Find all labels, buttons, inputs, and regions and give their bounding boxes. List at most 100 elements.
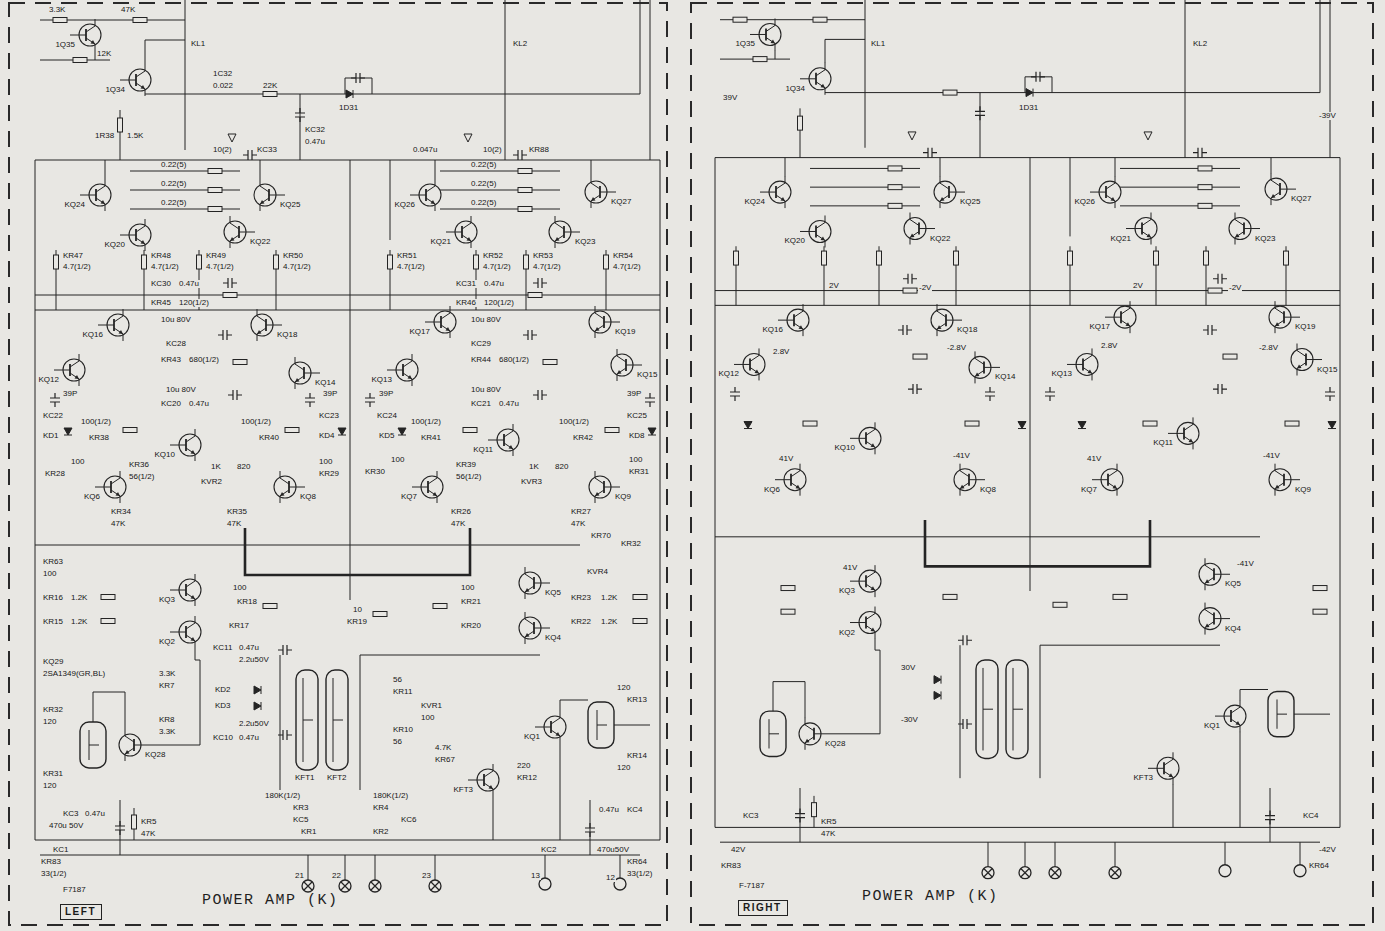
part-label: KR8 xyxy=(158,716,176,724)
part-label: 22K xyxy=(262,82,278,90)
part-label: 1Q34 xyxy=(104,86,126,94)
transistor-emitter xyxy=(1184,436,1193,449)
part-label: KR23 xyxy=(570,594,592,602)
part-label: KL2 xyxy=(1192,40,1208,48)
wire xyxy=(960,645,961,778)
transistor-emitter xyxy=(1205,622,1214,635)
transistor-emitter xyxy=(1297,363,1306,376)
transistor-lead xyxy=(1214,574,1230,575)
resistor-symbol xyxy=(285,428,299,433)
transistor-emitter xyxy=(186,448,195,461)
part-label: KQ25 xyxy=(279,201,301,209)
wire xyxy=(1040,645,1220,646)
transistor-collector xyxy=(1164,752,1173,765)
transistor-collector xyxy=(866,422,875,435)
wire xyxy=(810,168,920,169)
resistor-symbol xyxy=(753,57,767,62)
part-label: 41V xyxy=(842,564,858,572)
terminal-x xyxy=(369,880,381,892)
part-label: KR22 xyxy=(570,618,592,626)
part-label: KQ20 xyxy=(104,241,126,249)
resistor-symbol xyxy=(1285,421,1299,426)
part-label: KR51 xyxy=(396,252,418,260)
part-label: -39V xyxy=(1318,112,1337,120)
wire xyxy=(493,796,494,840)
wire xyxy=(810,187,920,188)
transistor-collector xyxy=(866,607,875,620)
terminal-circle xyxy=(982,867,994,879)
wire xyxy=(1030,158,1031,591)
marker-triangle xyxy=(908,132,916,140)
emitter-arrow xyxy=(771,39,776,43)
transistor-collector xyxy=(1235,213,1244,226)
part-label: 470u 50V xyxy=(48,822,84,830)
part-label: 100 xyxy=(42,570,57,578)
emitter-arrow xyxy=(191,595,196,599)
transistor-emitter xyxy=(591,195,600,208)
part-label: 0.47u xyxy=(498,400,520,408)
terminal-circle xyxy=(1049,867,1061,879)
part-label: KQ3 xyxy=(838,587,856,595)
emitter-arrow xyxy=(467,237,472,241)
transistor-collector xyxy=(125,729,134,742)
emitter-arrow xyxy=(595,492,600,496)
part-label: KR11 xyxy=(392,688,413,696)
part-label: KQ15 xyxy=(1316,366,1338,374)
wire xyxy=(715,158,716,828)
transistor-emitter xyxy=(280,490,289,503)
resistor-symbol xyxy=(943,594,957,599)
package-internals xyxy=(983,668,993,751)
part-label: 56(1/2) xyxy=(128,473,155,481)
part-label: 220 xyxy=(516,762,531,770)
part-label: KQ27 xyxy=(610,198,632,206)
transistor-collector xyxy=(260,179,269,192)
transistor-lead xyxy=(98,325,114,326)
part-label: KC20 xyxy=(160,400,182,408)
capacitor-symbol xyxy=(1193,148,1207,158)
part-label: 33(1/2) xyxy=(40,870,67,878)
part-label: 47K xyxy=(820,830,836,838)
part-label: KFT3 xyxy=(1132,774,1154,782)
resistor-symbol xyxy=(133,18,147,23)
part-label: KR54 xyxy=(612,252,634,260)
part-label: -41V xyxy=(952,452,971,460)
part-label: KQ14 xyxy=(314,379,336,387)
part-label: KL1 xyxy=(190,40,206,48)
dual-device-package xyxy=(976,660,998,759)
resistor-symbol xyxy=(518,169,532,174)
resistor-symbol xyxy=(798,116,803,130)
wire xyxy=(715,827,1340,828)
dual-device-package xyxy=(760,711,786,756)
part-label: KR67 xyxy=(434,756,456,764)
wire xyxy=(825,39,865,63)
resistor-symbol xyxy=(118,118,123,132)
transistor-lead xyxy=(1306,359,1322,360)
emitter-arrow xyxy=(1169,773,1174,777)
transistor-lead xyxy=(814,733,830,734)
wire xyxy=(260,160,261,179)
emitter-arrow xyxy=(910,234,915,238)
part-label: KR5 xyxy=(820,818,838,826)
part-label: KQ26 xyxy=(1074,198,1096,206)
terminal-x xyxy=(1019,867,1031,879)
dual-device-package xyxy=(1268,691,1294,736)
resistor-symbol xyxy=(1208,288,1222,293)
resistor-symbol xyxy=(53,18,67,23)
part-label: 12K xyxy=(96,50,112,58)
resistor-symbol xyxy=(803,421,817,426)
diode-symbol xyxy=(398,428,406,435)
package-internals xyxy=(303,678,313,762)
emitter-arrow xyxy=(408,375,413,379)
emitter-arrow xyxy=(975,372,980,376)
resistor-symbol xyxy=(388,255,393,269)
transistor-lead xyxy=(1090,192,1106,193)
transistor-collector xyxy=(791,464,800,477)
terminal-cross xyxy=(984,869,992,877)
package-internals xyxy=(1277,699,1287,728)
transistor-lead xyxy=(1280,189,1296,190)
part-label: KC28 xyxy=(165,340,187,348)
resistor-symbol xyxy=(233,360,247,365)
part-label: 0.47u xyxy=(238,734,260,742)
emitter-arrow xyxy=(280,492,285,496)
resistor-symbol xyxy=(208,188,222,193)
